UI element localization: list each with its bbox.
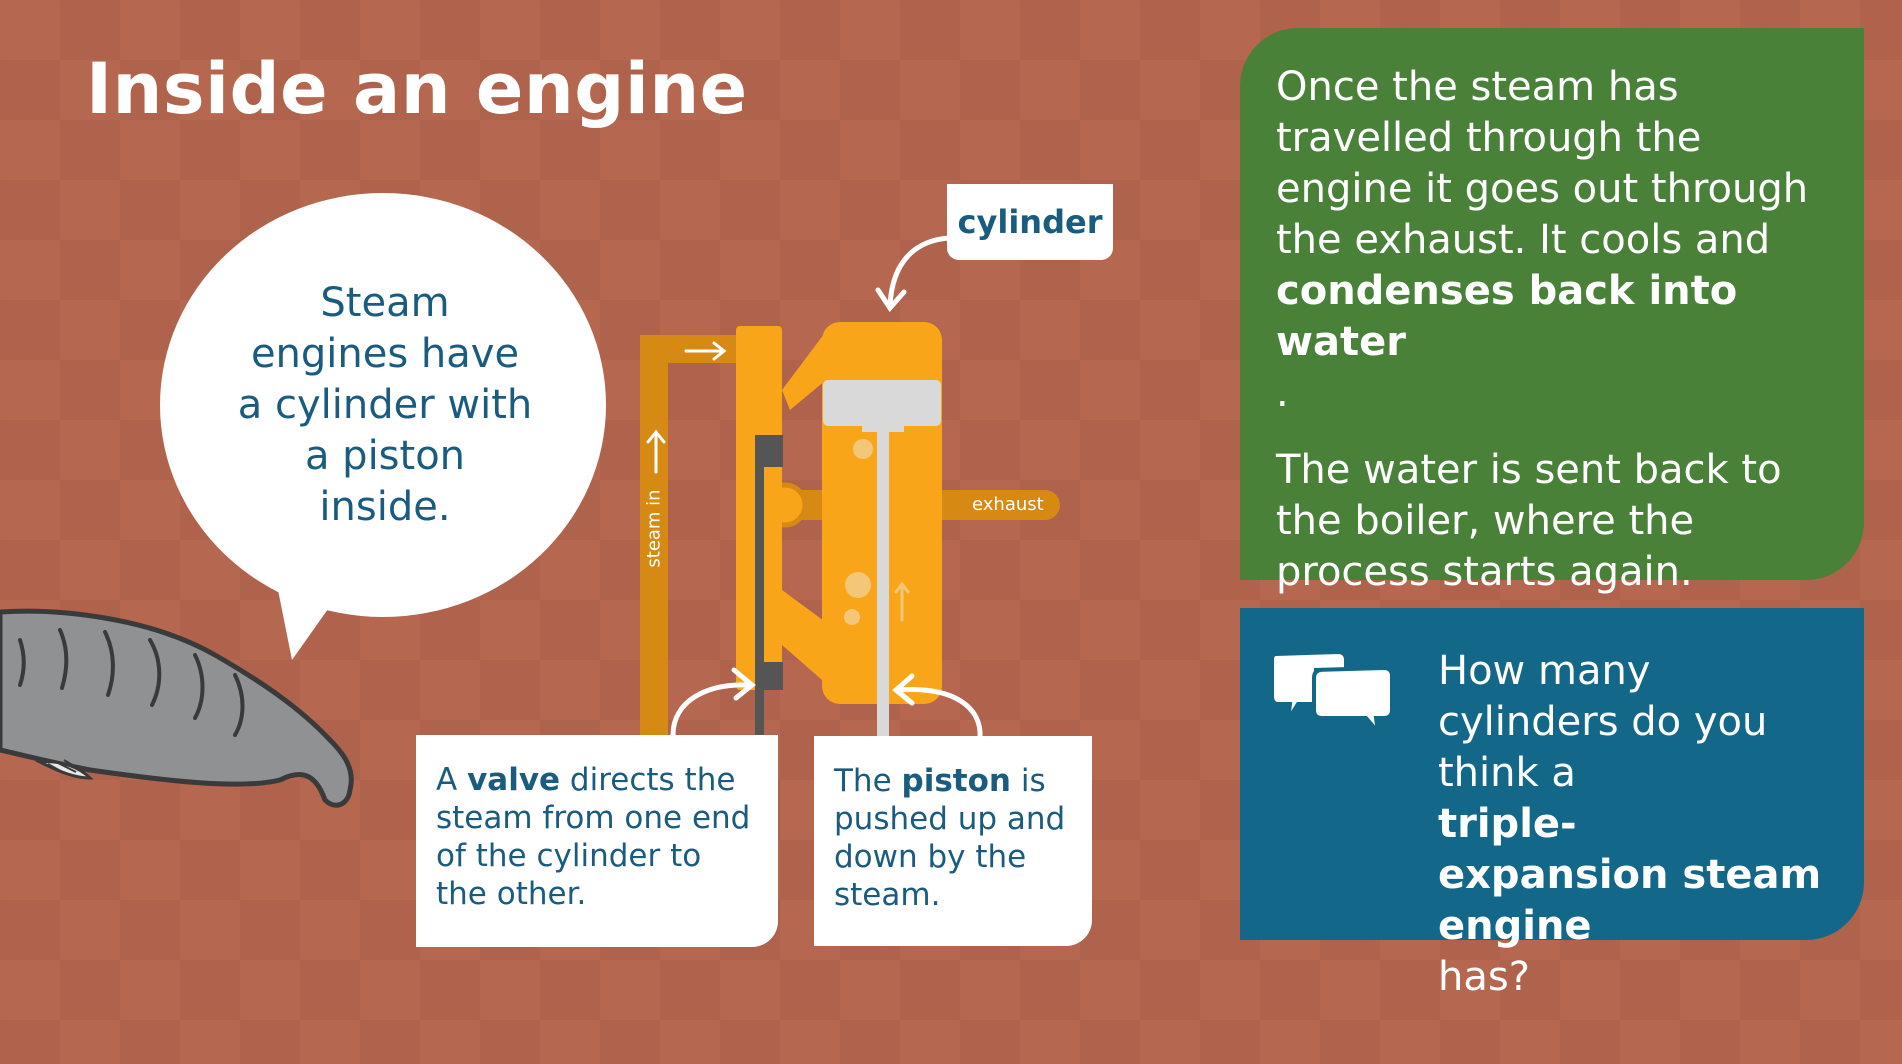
cylinder-label: cylinder [947,184,1113,260]
piston-term: piston [901,763,1011,799]
piston-card-line: down by the [834,839,1027,875]
piston-arrow-icon [892,673,983,741]
exhaust-label: exhaust [972,494,1044,515]
question-line: How many [1438,648,1651,694]
info-bold: condenses back into [1276,268,1738,314]
info-line: engine it goes out through [1276,166,1809,212]
valve-card: A valve directs the steam from one end o… [416,735,778,947]
valve-arrow-icon [670,667,756,738]
question-text: How many cylinders do you think a triple… [1438,646,1838,1003]
info-line: process starts again. [1276,549,1693,595]
piston-card-text: is [1010,763,1046,799]
question-bold: engine [1438,903,1592,949]
valve-card-line: of the cylinder to [436,838,702,874]
arrow-up-icon [646,429,666,474]
bubble-line: Steam [320,280,450,326]
info-line: Once the steam has [1276,64,1679,110]
callout-arrows [670,235,983,741]
elephant-trunk-icon [0,608,354,808]
piston-card-line: pushed up and [834,801,1066,837]
bubble-line: a cylinder with [237,382,533,428]
question-line: expansion steam [1438,850,1838,901]
info-line: the exhaust. It cools and [1276,217,1771,263]
question-bold: triple- [1438,801,1577,847]
piston [823,380,941,738]
speech-bubbles-icon [1270,650,1394,734]
question-text-plain: has? [1438,954,1530,1000]
info-line: travelled through the [1276,115,1702,161]
info-paragraph-1: Once the steam has travelled through the… [1276,62,1840,419]
arrow-right-icon [684,341,727,361]
piston-card-line: The piston is [834,762,1082,800]
info-line: the boiler, where the [1276,498,1695,544]
valve-term: valve [467,762,561,798]
question-bold: expansion steam [1438,852,1822,898]
valve-card-text: directs the [560,762,736,798]
valve-card-line: A valve directs the [436,761,768,799]
speech-bubble-text: Steam engines have a cylinder with a pis… [200,278,570,533]
flow-arrows [646,341,910,622]
info-line: condenses back into [1276,266,1840,317]
page-title: Inside an engine [86,48,748,130]
info-end: . [1276,370,1289,416]
valve-rod [755,435,783,735]
piston-card: The piston is pushed up and down by the … [814,736,1092,946]
cylinder-arrow-icon [875,235,953,313]
arrow-up-small-icon [894,581,910,622]
piston-card-text: The [834,763,902,799]
steam-in-pipe [640,335,750,735]
question-text-plain: think a [1438,750,1576,796]
info-bold: water [1276,319,1406,365]
info-panel: Once the steam has travelled through the… [1240,28,1864,595]
info-line: water. [1276,317,1840,419]
steam-in-label: steam in [643,489,665,568]
valve-card-line: the other. [436,876,587,912]
valve-card-text: A [436,762,468,798]
valve-card-line: steam from one end [436,800,751,836]
bubble-line: engines have [250,331,520,377]
bubble-line: a piston [304,433,466,479]
question-line: engine has? [1438,901,1838,1003]
question-panel: How many cylinders do you think a triple… [1240,608,1864,1000]
question-line: cylinders do you [1438,699,1768,745]
speech-bubble [160,193,606,660]
bubble-line: inside. [319,484,451,530]
info-paragraph-2: The water is sent back to the boiler, wh… [1276,445,1840,598]
piston-card-line: steam. [834,877,941,913]
info-line: The water is sent back to [1276,447,1782,493]
question-line: think a triple- [1438,748,1838,850]
